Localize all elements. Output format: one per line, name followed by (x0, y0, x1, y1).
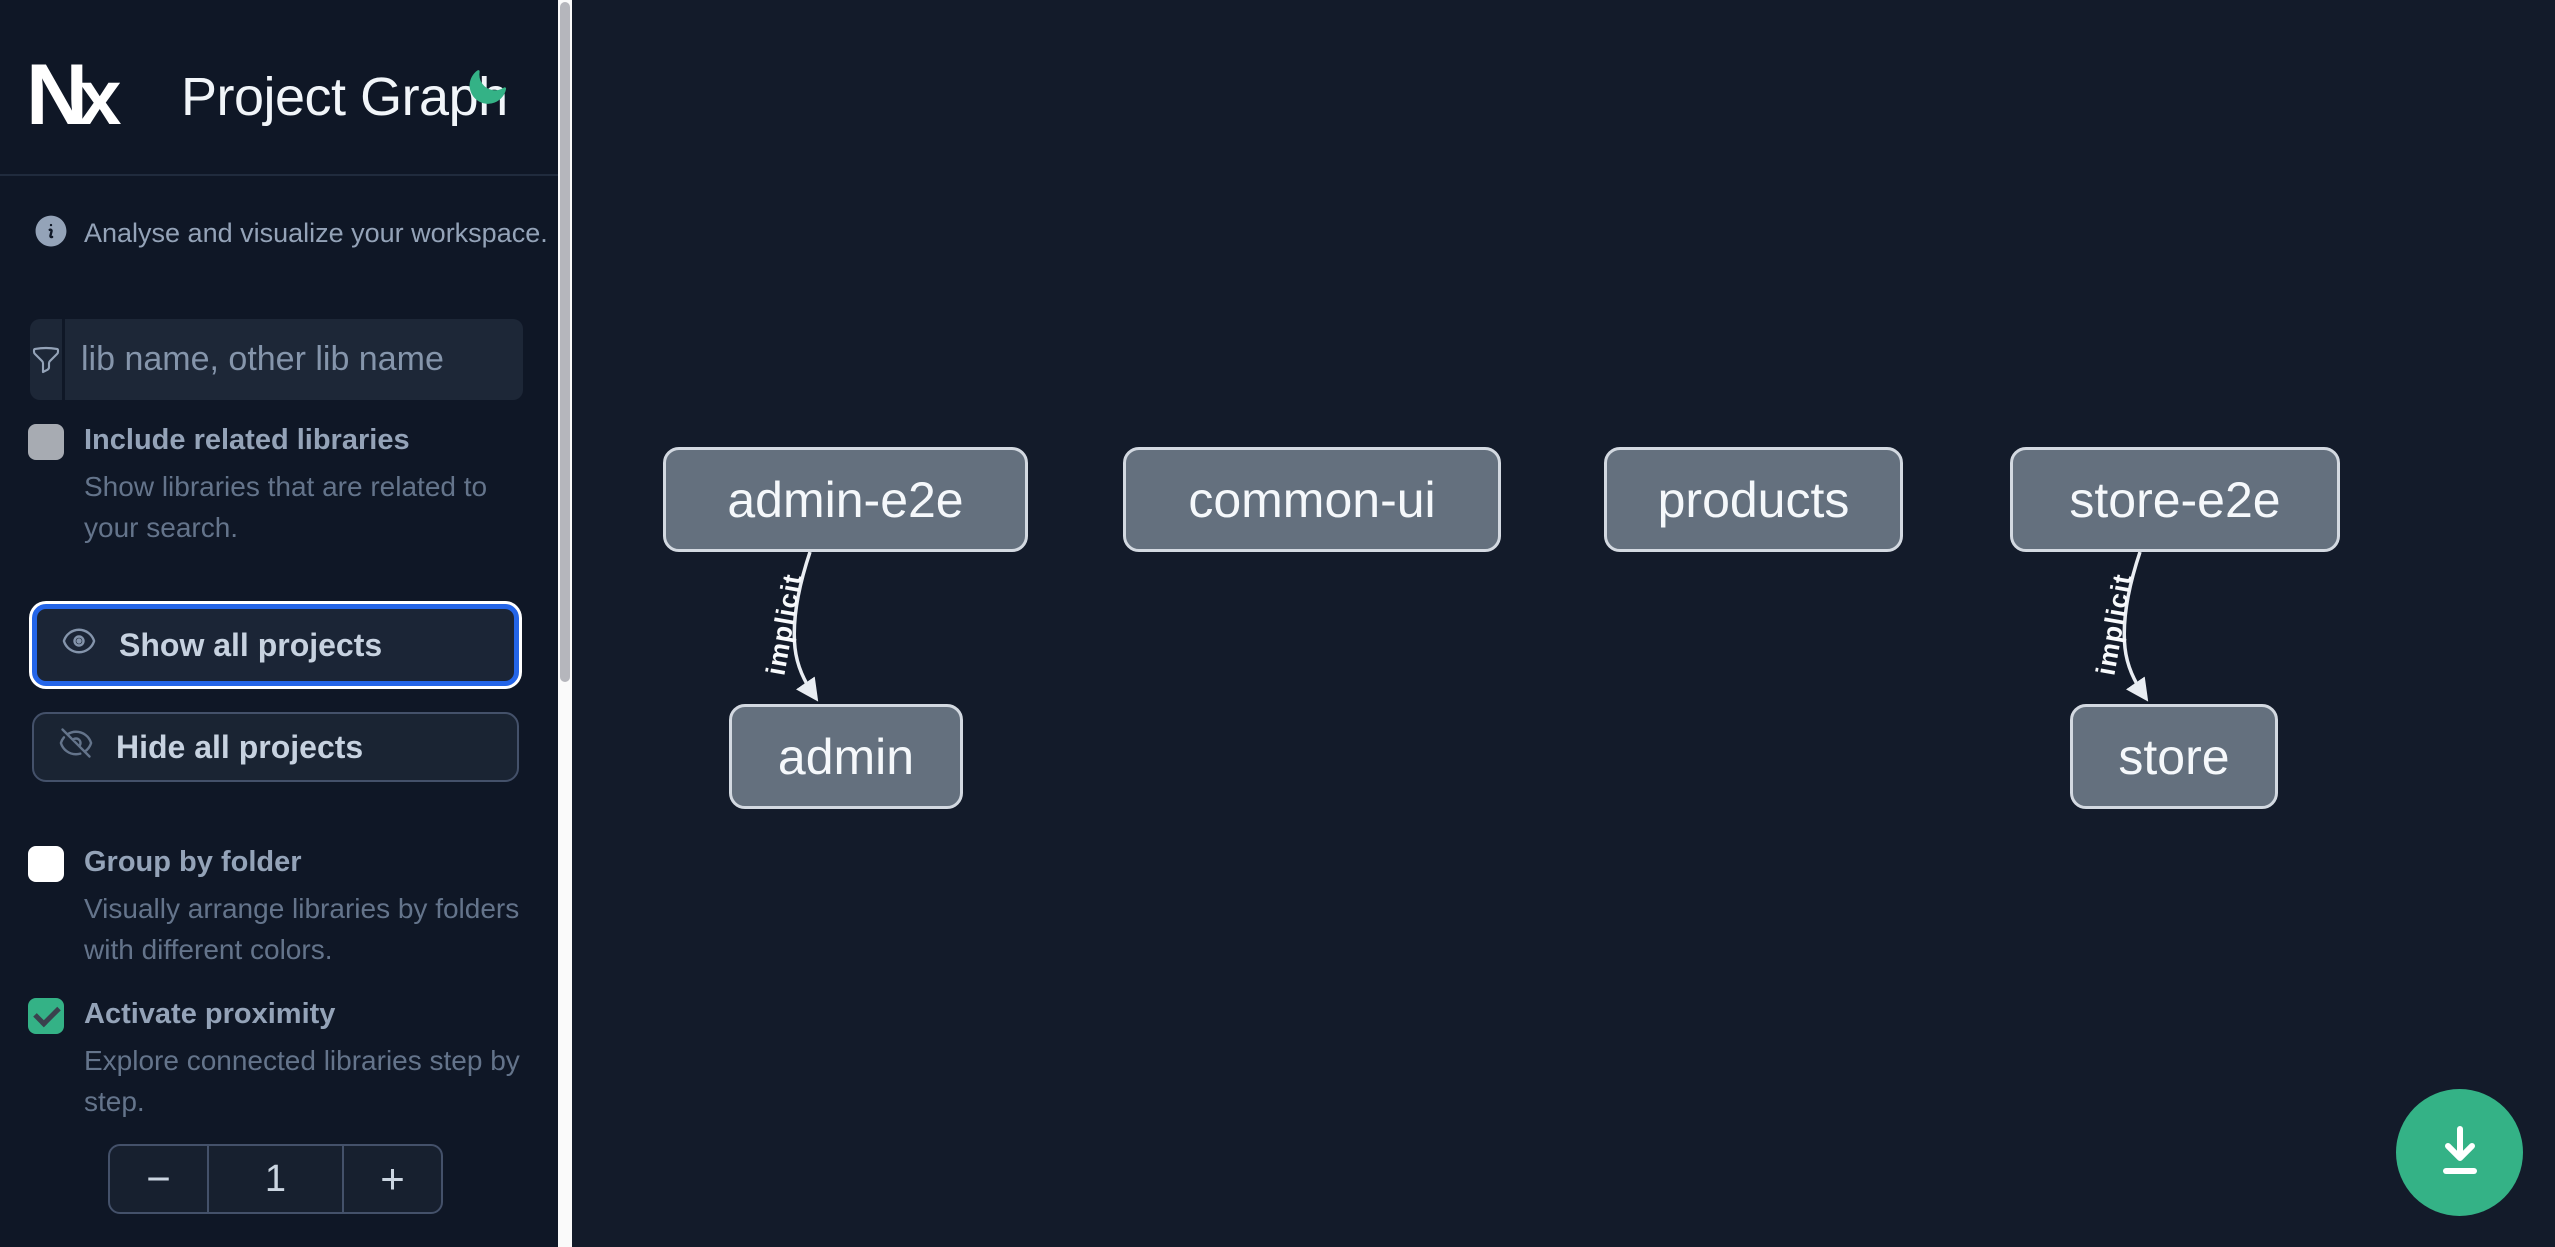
hide-all-projects-label: Hide all projects (116, 728, 364, 765)
stepper-value[interactable]: 1 (207, 1146, 344, 1212)
activate-proximity-checkbox[interactable] (28, 998, 64, 1034)
group-by-folder-label: Group by folder (84, 846, 302, 878)
dark-mode-toggle[interactable] (466, 66, 508, 108)
eye-off-icon (58, 725, 94, 769)
sidebar-scrollbar-thumb[interactable] (560, 2, 570, 682)
activate-proximity-label: Activate proximity (84, 998, 336, 1030)
include-related-description: Show libraries that are related to your … (84, 471, 488, 543)
download-image-button[interactable] (2396, 1089, 2523, 1216)
show-all-projects-button[interactable]: Show all projects (32, 604, 519, 686)
activate-proximity-description: Explore connected libraries step by step… (84, 1045, 520, 1117)
graph-node-admin[interactable]: admin (729, 704, 963, 809)
search-input[interactable] (65, 319, 523, 400)
graph-edges: implicit implicit (760, 551, 2149, 702)
graph-node-store-e2e[interactable]: store-e2e (2010, 447, 2340, 552)
eye-icon (61, 623, 97, 667)
graph-node-common-ui[interactable]: common-ui (1123, 447, 1501, 552)
edge-label-implicit[interactable]: implicit (760, 571, 807, 677)
option-activate-proximity: Activate proximity Explore connected lib… (28, 994, 528, 1122)
download-icon (2424, 1115, 2496, 1190)
page-title: Project Graph (181, 67, 508, 127)
moon-icon (466, 70, 508, 111)
info-icon (32, 212, 70, 255)
search-box (30, 319, 523, 400)
workspace-hint-text: Analyse and visualize your workspace. (84, 218, 548, 248)
graph-node-store[interactable]: store (2070, 704, 2278, 809)
header-divider (0, 174, 558, 176)
nx-logo: Nx (26, 47, 122, 143)
decrement-button[interactable]: − (110, 1146, 207, 1212)
graph-node-admin-e2e[interactable]: admin-e2e (663, 447, 1028, 552)
option-group-by-folder: Group by folder Visually arrange librari… (28, 842, 528, 970)
include-related-checkbox[interactable] (28, 424, 64, 460)
filter-icon (30, 319, 65, 400)
proximity-depth-stepper: − 1 + (108, 1144, 443, 1214)
show-all-projects-label: Show all projects (119, 626, 383, 663)
hide-all-projects-button[interactable]: Hide all projects (32, 712, 519, 782)
sidebar-scrollbar-track[interactable] (558, 0, 572, 1247)
option-include-related: Include related libraries Show libraries… (28, 420, 528, 548)
include-related-label: Include related libraries (84, 424, 410, 456)
increment-button[interactable]: + (344, 1146, 441, 1212)
group-by-folder-description: Visually arrange libraries by folders wi… (84, 893, 520, 965)
edge-label-implicit[interactable]: implicit (2090, 571, 2137, 677)
sidebar: Nx Project Graph Analyse and visualize y… (0, 0, 558, 1247)
project-graph-canvas[interactable]: implicit implicit admin-e2e common-ui pr… (572, 0, 2555, 1247)
graph-node-products[interactable]: products (1604, 447, 1903, 552)
group-by-folder-checkbox[interactable] (28, 846, 64, 882)
